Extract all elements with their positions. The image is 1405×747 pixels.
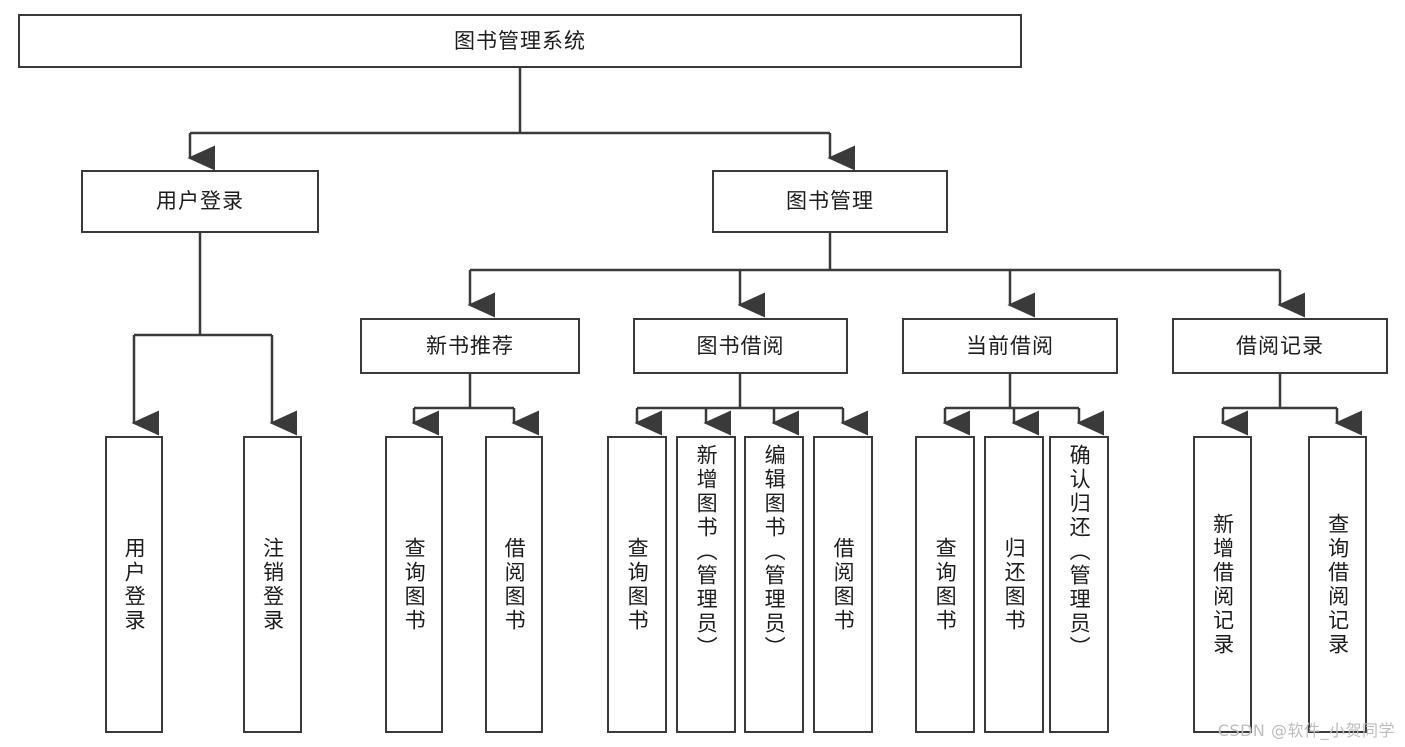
leaf-current-borrow-return-book[interactable]: 归还图书 [984,436,1044,733]
watermark-text: CSDN @软件_小贺同学 [1217,721,1395,740]
node-user-login[interactable]: 用户登录 [81,170,319,233]
leaf-borrow-record-add-record-label: 新增借阅记录 [1210,512,1235,657]
leaf-current-borrow-query-book[interactable]: 查询图书 [915,436,975,733]
leaf-current-borrow-query-book-label: 查询图书 [933,536,958,633]
node-new-book-recommend-label: 新书推荐 [426,333,514,358]
leaf-book-borrow-edit-book-label: 编辑图书（管理员） [762,444,787,660]
leaf-book-borrow-borrow-book-label: 借阅图书 [831,536,856,633]
node-root[interactable]: 图书管理系统 [18,14,1022,68]
leaf-user-login-login-label: 用户登录 [122,536,147,633]
node-current-borrow-label: 当前借阅 [966,333,1054,358]
leaf-current-borrow-confirm-return[interactable]: 确认归还（管理员） [1049,436,1109,733]
leaf-borrow-record-query-record[interactable]: 查询借阅记录 [1308,436,1367,733]
leaf-book-borrow-add-book[interactable]: 新增图书（管理员） [676,436,736,733]
node-user-login-label: 用户登录 [156,189,244,214]
leaf-book-borrow-query-book[interactable]: 查询图书 [607,436,667,733]
leaf-current-borrow-confirm-return-label: 确认归还（管理员） [1067,444,1092,660]
leaf-borrow-record-add-record[interactable]: 新增借阅记录 [1193,436,1252,733]
node-book-borrow[interactable]: 图书借阅 [633,318,848,374]
node-new-book-recommend[interactable]: 新书推荐 [360,318,580,374]
node-root-label: 图书管理系统 [454,28,586,53]
leaf-book-borrow-query-book-label: 查询图书 [625,536,650,633]
node-book-management[interactable]: 图书管理 [712,170,948,233]
leaf-user-login-logout-label: 注销登录 [260,536,285,633]
leaf-user-login-logout[interactable]: 注销登录 [243,436,302,733]
node-current-borrow[interactable]: 当前借阅 [902,318,1118,374]
leaf-new-book-borrow-book-label: 借阅图书 [502,536,527,633]
node-borrow-record[interactable]: 借阅记录 [1172,318,1388,374]
leaf-new-book-borrow-book[interactable]: 借阅图书 [485,436,543,733]
leaf-new-book-query-book-label: 查询图书 [402,536,427,633]
node-book-borrow-label: 图书借阅 [696,333,785,358]
leaf-user-login-login[interactable]: 用户登录 [105,436,163,733]
node-borrow-record-label: 借阅记录 [1236,333,1324,358]
leaf-borrow-record-query-record-label: 查询借阅记录 [1325,512,1350,657]
leaf-book-borrow-add-book-label: 新增图书（管理员） [694,444,719,660]
leaf-book-borrow-borrow-book[interactable]: 借阅图书 [813,436,873,733]
leaf-new-book-query-book[interactable]: 查询图书 [385,436,443,733]
node-book-management-label: 图书管理 [786,189,874,214]
leaf-current-borrow-return-book-label: 归还图书 [1002,536,1027,633]
leaf-book-borrow-edit-book[interactable]: 编辑图书（管理员） [744,436,804,733]
